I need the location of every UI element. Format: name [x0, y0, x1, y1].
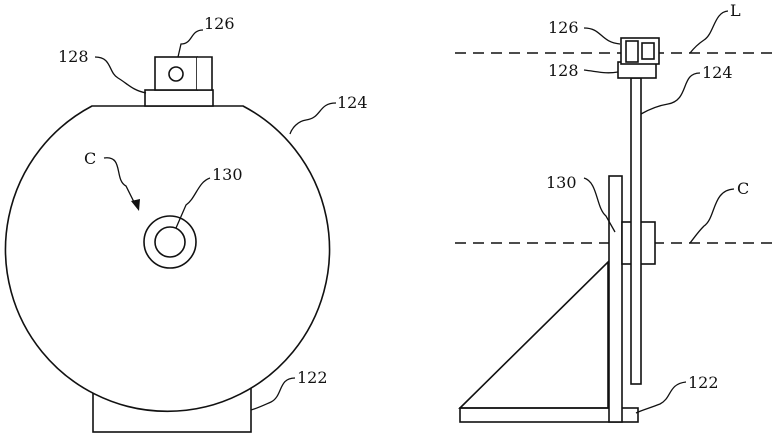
holder-126-side-window — [641, 42, 655, 60]
label-128-side: 128 — [548, 61, 579, 80]
holder-126-hole — [168, 66, 184, 82]
leader-130-front — [175, 177, 211, 229]
leader-130-side — [583, 177, 616, 233]
leader-124-front — [289, 102, 337, 135]
leader-122-front — [250, 377, 296, 411]
leader-L — [689, 10, 729, 54]
block-128-front — [144, 89, 214, 107]
leader-124-side — [640, 72, 701, 115]
hub-130-inner — [154, 226, 186, 258]
label-130-side: 130 — [546, 173, 577, 192]
plate-124-side — [630, 77, 642, 385]
label-126-side: 126 — [548, 18, 579, 37]
label-122-front: 122 — [297, 368, 328, 387]
label-130-front: 130 — [212, 165, 243, 184]
leader-126-side — [583, 27, 621, 45]
label-126-front: 126 — [204, 14, 235, 33]
leader-126-front — [177, 29, 204, 58]
leader-128-front — [94, 56, 147, 94]
label-124-side: 124 — [702, 63, 733, 82]
leader-C-side — [689, 188, 735, 244]
label-L: L — [730, 1, 741, 20]
holder-126-tab — [197, 56, 213, 91]
leader-122-side — [635, 381, 687, 414]
disc-124-front — [4, 105, 331, 413]
leader-C-front — [103, 157, 137, 207]
side-view: 126 128 L 124 130 C 122 — [455, 1, 778, 423]
label-124-front: 124 — [337, 93, 368, 112]
base-122-foot — [459, 407, 639, 423]
holder-126-side-inner — [625, 40, 639, 63]
leader-128-side — [583, 69, 619, 74]
label-C-side: C — [737, 179, 749, 198]
hub-130-outer — [143, 215, 197, 269]
holder-126-front — [154, 56, 198, 91]
base-122-side — [458, 260, 609, 409]
base-122-upright — [608, 175, 623, 423]
label-C-front: C — [84, 149, 96, 168]
front-view: 126 128 124 C 130 122 — [4, 14, 368, 433]
arrowhead-C-front — [131, 199, 140, 211]
label-128-front: 128 — [58, 47, 89, 66]
label-122-side: 122 — [688, 373, 719, 392]
